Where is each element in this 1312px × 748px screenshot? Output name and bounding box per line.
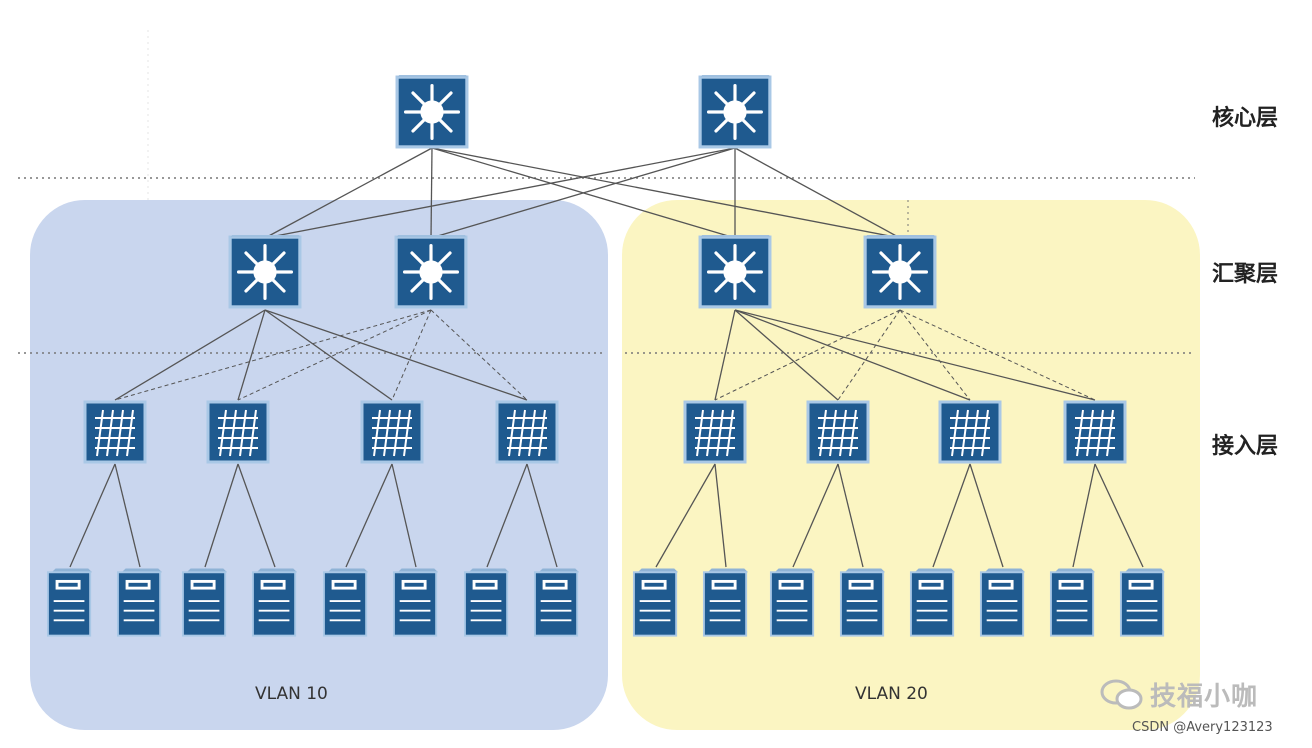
access-server-link (932, 463, 971, 568)
server-icon (533, 567, 581, 637)
server-icon (392, 567, 440, 637)
aggregation-switch-icon (394, 235, 468, 309)
server-icon (251, 567, 299, 637)
server-icon (769, 567, 817, 637)
aggregation-access-backup-link (899, 309, 1096, 401)
core-aggregation-link (734, 147, 901, 239)
vlan-10-label: VLAN 10 (255, 684, 328, 704)
core-aggregation-link (264, 147, 433, 239)
aggregation-access-backup-link (430, 309, 528, 401)
aggregation-access-backup-link (899, 309, 971, 401)
aggregation-access-link (264, 309, 528, 401)
core-aggregation-link (264, 147, 736, 239)
core-switch-icon (395, 75, 469, 149)
layer-label-aggregation: 汇聚层 (1212, 262, 1279, 287)
aggregation-access-backup-link (391, 309, 432, 401)
aggregation-access-link (264, 309, 393, 401)
server-icon (116, 567, 164, 637)
aggregation-access-backup-link (237, 309, 432, 401)
access-server-link (237, 463, 276, 568)
aggregation-switch-icon (863, 235, 937, 309)
access-server-link (969, 463, 1004, 568)
access-switch-icon (495, 400, 559, 464)
layer-label-access: 接入层 (1212, 434, 1279, 459)
core-aggregation-link (430, 147, 433, 239)
watermark-brand-text: 技福小咖 (1150, 682, 1259, 712)
vlan-10-region (30, 200, 608, 730)
access-server-link (204, 463, 239, 568)
core-aggregation-link (431, 147, 901, 239)
server-icon (979, 567, 1027, 637)
aggregation-access-backup-link (714, 309, 901, 401)
server-icon (1119, 567, 1167, 637)
access-switch-icon (1063, 400, 1127, 464)
server-icon (909, 567, 957, 637)
aggregation-access-link (114, 309, 266, 401)
access-server-link (837, 463, 864, 568)
aggregation-access-link (734, 309, 839, 401)
aggregation-access-link (714, 309, 736, 401)
server-icon (632, 567, 680, 637)
access-switch-icon (206, 400, 270, 464)
wechat-icon (1100, 679, 1143, 709)
access-server-link (69, 463, 116, 568)
aggregation-access-link (734, 309, 1096, 401)
access-server-link (114, 463, 141, 568)
access-server-link (526, 463, 558, 568)
access-switch-icon (683, 400, 747, 464)
core-switch-icon (698, 75, 772, 149)
access-switch-icon (938, 400, 1002, 464)
layer-label-core: 核心层 (1212, 106, 1279, 131)
server-icon (181, 567, 229, 637)
aggregation-access-link (734, 309, 971, 401)
server-icon (322, 567, 370, 637)
access-server-link (714, 463, 727, 568)
watermark-credit: CSDN @Avery123123 (1132, 720, 1273, 735)
vlan-20-label: VLAN 20 (855, 684, 928, 704)
access-switch-icon (806, 400, 870, 464)
aggregation-access-link (237, 309, 266, 401)
access-switch-icon (83, 400, 147, 464)
access-server-link (391, 463, 417, 568)
access-server-link (1094, 463, 1144, 568)
access-server-link (792, 463, 839, 568)
watermark-brand: 技福小咖 (1100, 676, 1258, 713)
access-server-link (655, 463, 716, 568)
aggregation-access-backup-link (837, 309, 901, 401)
server-icon (1049, 567, 1097, 637)
aggregation-switch-icon (698, 235, 772, 309)
access-server-link (1072, 463, 1096, 568)
access-switch-icon (360, 400, 424, 464)
access-server-link (345, 463, 393, 568)
server-icon (46, 567, 94, 637)
aggregation-access-backup-link (114, 309, 432, 401)
server-icon (839, 567, 887, 637)
server-icon (463, 567, 511, 637)
access-server-link (486, 463, 528, 568)
server-icon (702, 567, 750, 637)
core-aggregation-link (430, 147, 736, 239)
aggregation-switch-icon (228, 235, 302, 309)
